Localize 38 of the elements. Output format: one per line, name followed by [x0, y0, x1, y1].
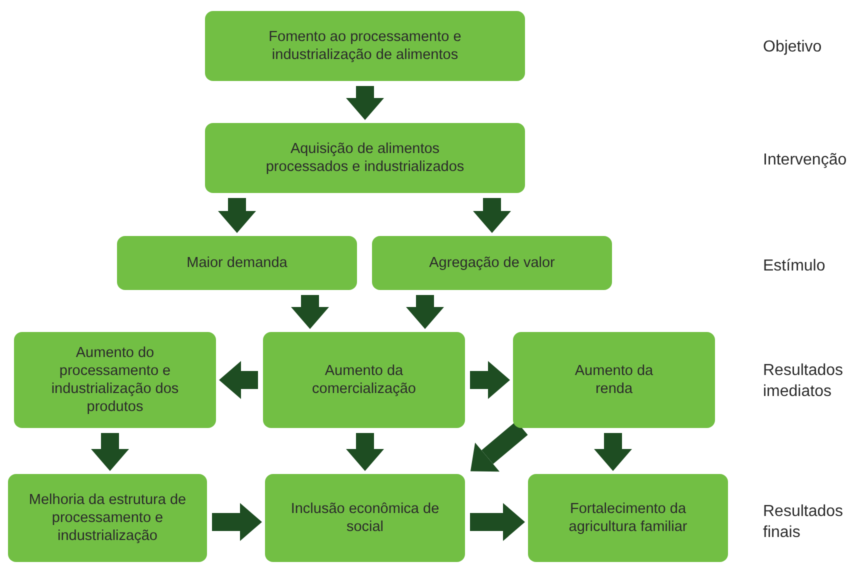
stage-label: Estímulo — [763, 256, 826, 276]
stage-label: Intervenção — [763, 150, 848, 170]
block-arrow — [470, 421, 528, 472]
process-box — [8, 474, 207, 562]
box-text: Maior demanda — [186, 254, 288, 272]
box-text: Fomento ao processamento e industrialização de alimentos — [268, 28, 462, 64]
block-arrow — [406, 295, 444, 329]
box-text: Aumento do processamento e industrialização dos produtos — [50, 344, 180, 416]
box-text: Aumento da renda — [574, 362, 654, 398]
box-text: Inclusão econômica de social — [290, 500, 440, 536]
box-text: Aquisição de alimentos processados e industrializados — [264, 140, 466, 176]
process-box — [513, 332, 715, 428]
block-arrow — [470, 361, 510, 399]
stage-label: Objetivo — [763, 38, 823, 58]
process-box — [117, 236, 357, 290]
stage-label: Resultados finais — [763, 502, 844, 543]
block-arrow — [219, 361, 258, 399]
process-box — [205, 11, 525, 81]
box-text: Agregação de valor — [429, 254, 555, 272]
process-box — [528, 474, 728, 562]
box-text: Fortalecimento da agricultura familiar — [568, 500, 688, 536]
block-arrow — [291, 295, 329, 329]
process-box — [265, 474, 465, 562]
block-arrow — [473, 198, 511, 233]
process-box — [14, 332, 216, 428]
box-text: Aumento da comercialização — [311, 362, 417, 398]
block-arrow — [91, 433, 129, 471]
block-arrow — [346, 86, 384, 120]
process-box — [205, 123, 525, 193]
block-arrow — [594, 433, 632, 471]
process-box — [263, 332, 465, 428]
block-arrow — [470, 503, 525, 541]
stage-label: Resultados imediatos — [763, 361, 844, 402]
process-box — [372, 236, 612, 290]
block-arrow — [346, 433, 384, 471]
block-arrow — [218, 198, 256, 233]
block-arrow — [212, 503, 262, 541]
box-text: Melhoria da estrutura de processamento e industrialização — [28, 491, 188, 545]
